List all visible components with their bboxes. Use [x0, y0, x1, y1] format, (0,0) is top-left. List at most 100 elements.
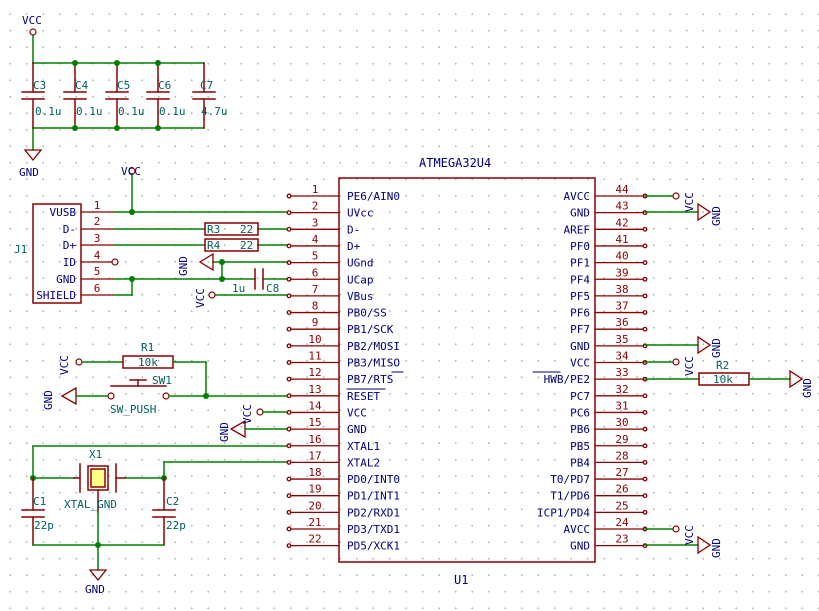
ic-pin-name: AVCC [564, 523, 591, 536]
ic-name: ATMEGA32U4 [419, 156, 491, 170]
c8-capacitor [254, 268, 264, 290]
ic-pin-name: UGnd [347, 257, 374, 270]
connector-pin-name: GND [56, 273, 76, 286]
ic-pin-end [286, 293, 292, 299]
connector-pin-name: VUSB [50, 206, 77, 219]
ic-pin-name: PF1 [570, 257, 590, 270]
ic-pin-number: 17 [308, 449, 321, 462]
ic-pin-end [642, 509, 648, 515]
ic-pin-end [642, 260, 648, 266]
connector-ref: J1 [14, 243, 27, 256]
crystal-circuit [21, 445, 290, 582]
ic-pin-name: PB5 [570, 440, 590, 453]
gnd-label: GND [218, 422, 231, 442]
cap-ref: C4 [75, 79, 89, 92]
c1-ref: C1 [33, 495, 46, 508]
gnd-label: GND [85, 583, 105, 596]
vcc-label: VCC [683, 356, 696, 376]
ic-pin-name: VBus [347, 290, 374, 303]
ic-pin-end [642, 293, 648, 299]
ic-pin-number: 44 [615, 183, 629, 196]
ic-pin-number: 14 [308, 399, 322, 412]
ic-pin-number: 33 [615, 366, 628, 379]
ic-pin-name: T0/PD7 [550, 473, 590, 486]
ic-pin-name: D- [347, 223, 360, 236]
cap-value: 0.1u [159, 105, 186, 118]
ic-pin-number: 16 [308, 433, 321, 446]
ic-pin-end [642, 493, 648, 499]
connector-pin-name: ID [63, 256, 76, 269]
ic-pin-end [286, 476, 292, 482]
c2-value: 22p [166, 519, 186, 532]
ic-pin-end [286, 360, 292, 365]
vcc-label: VCC [121, 165, 141, 178]
ic-pin-number: 27 [615, 466, 628, 479]
right-side-power [644, 192, 804, 555]
vcc-label: VCC [58, 355, 71, 375]
ic-pin-name: PB1/SCK [347, 323, 394, 336]
ic-pin-name: XTAL2 [347, 456, 380, 469]
ic-pin-number: 8 [312, 300, 319, 313]
gnd-label: GND [710, 338, 723, 358]
ic-pin-number: 6 [312, 266, 319, 279]
gnd-label: GND [710, 206, 723, 226]
ic-pin-number: 3 [312, 216, 319, 229]
ic-pin-end [286, 243, 292, 249]
ic-pin-number: 12 [308, 366, 321, 379]
vcc-label: VCC [194, 288, 207, 308]
ic-pin-number: 23 [615, 533, 628, 546]
r4-resistor [204, 238, 259, 252]
ic-pin-end [642, 276, 648, 282]
ic-pin-end [642, 326, 648, 332]
ic-pin-number: 43 [615, 200, 628, 213]
ic-pin-end [642, 226, 648, 232]
ic-pin-name: PB0/SS [347, 307, 387, 320]
ic-pin-name: PC6 [570, 406, 590, 419]
ic-pin-end [286, 410, 292, 415]
cap-ref: C7 [200, 79, 213, 92]
ic-pin-name: PB4 [570, 456, 590, 469]
ic-pin-end [286, 493, 292, 499]
ic-pin-number: 36 [615, 316, 628, 329]
ic-pin-name: XTAL1 [347, 440, 380, 453]
ic-pin-name: HWB/PE2 [544, 373, 590, 386]
ic-pin-number: 39 [615, 266, 628, 279]
vcc-label: VCC [683, 525, 696, 545]
ic-pin-name: PF5 [570, 290, 590, 303]
ic-pin-name: D+ [347, 240, 361, 253]
ic-pin-end [286, 326, 292, 332]
ic-pin-name: PF6 [570, 307, 590, 320]
decoupling-capacitor-bank [21, 28, 216, 162]
ic-pin-end [286, 226, 292, 232]
usb-wires [113, 173, 290, 296]
cap-ref: C5 [117, 79, 130, 92]
ic-pin-number: 28 [615, 449, 628, 462]
ic-pin-end [286, 443, 292, 449]
ic-pin-end [642, 426, 648, 432]
vcc-label: VCC [683, 192, 696, 212]
ic-pin-end [642, 410, 648, 415]
ic-pin-name: PD0/INT0 [347, 473, 400, 486]
r3-value: 22 [240, 223, 253, 236]
ic-pin-name: PB2/MOSI [347, 340, 400, 353]
ic-pin-name: PB3/MISO [347, 357, 400, 370]
connector-pin-number: 6 [94, 282, 101, 295]
ic-pin-name: GND [570, 207, 590, 220]
ic-pin-number: 35 [615, 333, 628, 346]
ic-body [338, 177, 596, 563]
ic-pin-name: ICP1/PD4 [537, 506, 590, 519]
ic-pin-name: RESET [347, 390, 380, 403]
ic-pin-number: 38 [615, 283, 628, 296]
r3-ref: R3 [207, 223, 220, 236]
ic-pin-end [286, 376, 292, 382]
ic-pin-end [286, 260, 292, 266]
overbar-marks [346, 371, 561, 390]
ic-pin-name: VCC [347, 406, 367, 419]
ic-pin-number: 26 [615, 483, 628, 496]
ic-pin-number: 18 [308, 466, 321, 479]
ic-pin-end [642, 310, 648, 315]
ic-pin-number: 20 [308, 499, 321, 512]
ic-pin-end [286, 459, 292, 465]
connector-pin-number: 3 [94, 232, 101, 245]
